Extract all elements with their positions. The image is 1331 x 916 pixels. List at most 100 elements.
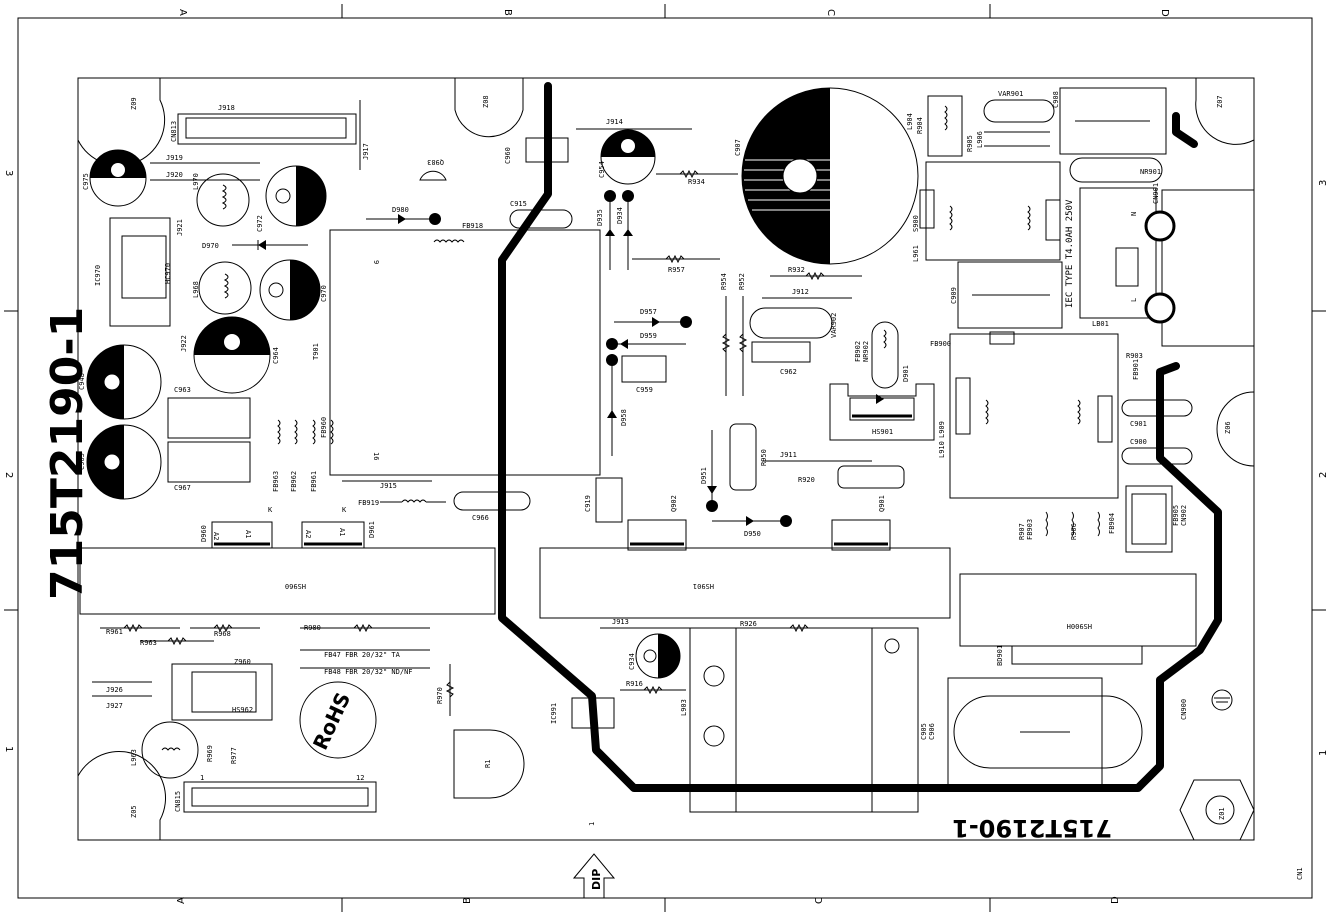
s900 [919, 189, 935, 229]
label-c948: C948 [78, 373, 86, 390]
label-c908: C908 [1052, 91, 1060, 108]
label-c901: C901 [1130, 420, 1147, 428]
label-r980: R980 [304, 624, 321, 632]
fb918-bead [433, 239, 465, 243]
cn902-connector [1125, 485, 1173, 553]
l963-inductor [141, 721, 199, 779]
label-r904: R904 [916, 117, 924, 134]
label-hs901: HS901 [872, 428, 893, 436]
l970-inductor [196, 173, 250, 227]
c919-capacitor [595, 477, 623, 523]
hs901-heatsink-bar [539, 547, 951, 619]
dip-arrow [572, 853, 616, 899]
label-c963: C963 [174, 386, 191, 394]
label-c900: C900 [1130, 438, 1147, 446]
label-cn1: CN1 [1296, 867, 1304, 880]
label-d951: D951 [700, 467, 708, 484]
row-label-1-left: 1 [3, 746, 14, 752]
cn815-connector [183, 781, 377, 813]
label-var902: VAR902 [830, 313, 838, 338]
col-label-d-bottom: D [1110, 896, 1121, 904]
label-cn900: CN900 [1180, 699, 1188, 720]
label-fb900: FB900 [930, 340, 951, 348]
label-c905: C905 [920, 723, 928, 740]
label-r977: R977 [230, 747, 238, 764]
row-label-2-left: 2 [3, 472, 14, 478]
label-fb903: FB903 [1026, 519, 1034, 540]
part-number-mirrored: 715T2190-1 [952, 814, 1112, 842]
label-r926: R926 [740, 620, 757, 628]
dip-label: DIP [590, 869, 603, 890]
label-d980: D980 [392, 206, 409, 214]
label-fb960: FB960 [320, 417, 328, 438]
label-d901: D901 [902, 365, 910, 382]
label-fb904: FB904 [1108, 513, 1116, 534]
label-l909: L909 [938, 421, 946, 438]
label-r961: R961 [106, 628, 123, 636]
label-a2-left: A2 [212, 532, 220, 540]
label-z06: Z06 [1224, 421, 1232, 434]
fb963-bead [277, 419, 281, 445]
label-fb905: FB905 [1172, 505, 1180, 526]
label-c965: C965 [78, 453, 86, 470]
label-fb962: FB962 [290, 471, 298, 492]
l910-inductor [949, 333, 1119, 499]
label-j921: J921 [176, 219, 184, 236]
rohs-text: RoHS [308, 689, 355, 754]
label-fb918: FB918 [462, 222, 483, 230]
label-r952: R952 [738, 273, 746, 290]
label-l: L [1130, 298, 1138, 302]
label-d961: D961 [368, 521, 376, 538]
label-j915: J915 [380, 482, 397, 490]
col-label-a-top: A [177, 9, 188, 16]
bd901-bridge [1011, 645, 1143, 665]
col-label-b-top: B [502, 9, 513, 16]
label-j918: J918 [218, 104, 235, 112]
label-l961: L961 [912, 245, 920, 262]
fb961-bead [312, 419, 316, 445]
label-j922: J922 [180, 335, 188, 352]
label-d934: D934 [616, 207, 624, 224]
label-c906: C906 [928, 723, 936, 740]
c966-capacitor [453, 491, 531, 511]
label-q901: Q901 [878, 495, 886, 512]
label-c919: C919 [584, 495, 592, 512]
label-ic970: IC970 [94, 265, 102, 286]
c959-capacitor [621, 355, 667, 383]
q901-transistor [831, 519, 891, 551]
label-cn815-pin12: 12 [356, 774, 364, 782]
col-label-c-bottom: C [814, 897, 825, 904]
label-a1-right: A1 [338, 528, 346, 536]
label-fb901: FB901 [1132, 359, 1140, 380]
l904-inductor [927, 95, 963, 157]
label-l904: L904 [906, 113, 914, 130]
fb919-bead [401, 499, 427, 503]
label-z07: Z07 [1216, 95, 1224, 108]
label-d970: D970 [202, 242, 219, 250]
label-z09: Z09 [130, 97, 138, 110]
row-label-1-right: 1 [1318, 750, 1329, 756]
label-cn815-pin1: 1 [200, 774, 204, 782]
cn813-connector [177, 113, 357, 145]
label-c960: C960 [504, 147, 512, 164]
label-j914: J914 [606, 118, 623, 126]
nr902-thermistor [871, 321, 899, 389]
label-d957: D957 [640, 308, 657, 316]
j912-jumper [749, 307, 833, 339]
label-pin9: 9 [372, 260, 380, 264]
label-l963: L963 [130, 749, 138, 766]
col-label-c-top: C [825, 9, 836, 16]
label-fb963: FB963 [272, 471, 280, 492]
label-r905: R905 [966, 135, 974, 152]
fb960-bead [330, 419, 334, 445]
label-k-left: K [268, 506, 273, 514]
label-cn813: CN813 [170, 121, 178, 142]
label-d935: D935 [596, 209, 604, 226]
label-r907: R907 [1018, 523, 1026, 540]
q983-transistor [419, 170, 447, 181]
isolation-boundary-top [1172, 112, 1198, 148]
label-a2-right: A2 [304, 530, 312, 538]
z960-regulator [191, 671, 257, 713]
label-k-right: K [342, 506, 347, 514]
col-label-a-bottom: A [176, 897, 187, 904]
